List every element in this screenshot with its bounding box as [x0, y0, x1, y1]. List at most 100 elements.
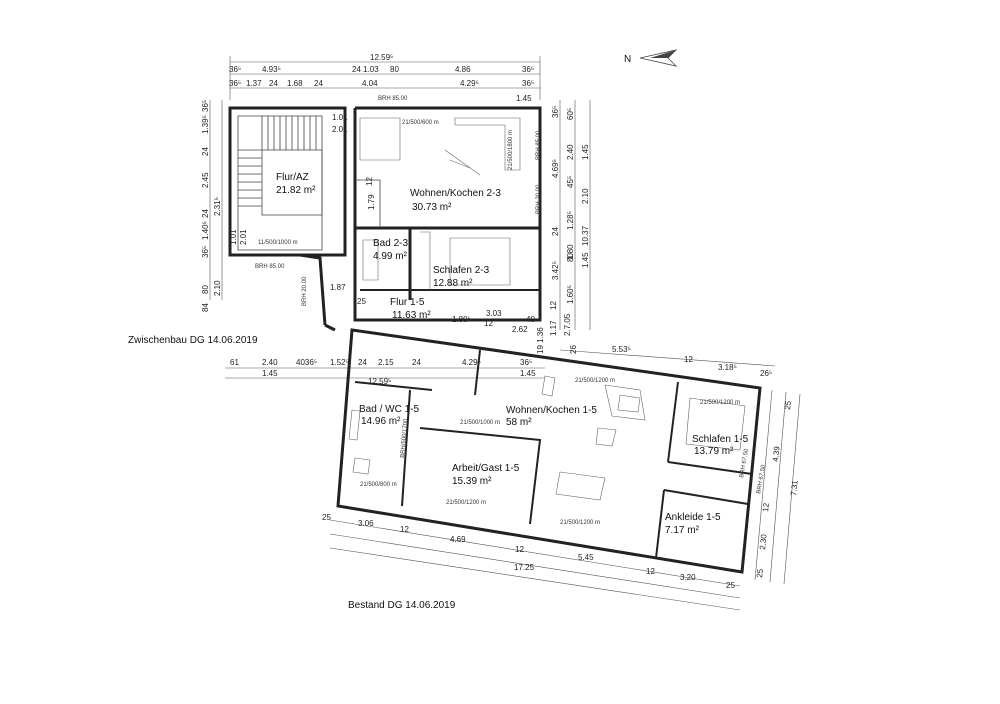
dim-label: 4.69⁵ — [551, 159, 560, 178]
dim-label: 25 — [783, 400, 793, 410]
dim-label: 1.45 — [520, 369, 536, 378]
room-name: Flur/AZ — [276, 172, 309, 183]
window-label: 21/500/1200 m — [446, 500, 486, 506]
dim-label: 12 — [684, 355, 693, 364]
dim-label: 2.10 — [581, 188, 590, 204]
upper-room-labels: Wohnen/Kochen 2-3 30.73 m² Bad 2-3 4.99 … — [276, 172, 501, 321]
dim-label: 36⁵ — [229, 79, 241, 88]
dim-label: 45⁵ — [566, 176, 575, 188]
dim-label: 84 — [201, 303, 210, 312]
dim-label: 17.25 — [514, 563, 535, 572]
dim-label: 3.06 — [358, 519, 374, 528]
dim-label: 3.20 — [680, 573, 696, 582]
north-label: N — [624, 54, 631, 65]
dim-label: 1.40⁵ — [201, 221, 210, 240]
dim-label: 36⁵ — [520, 358, 532, 367]
dim-label: 24 — [412, 358, 421, 367]
dim-label: 25 — [322, 513, 331, 522]
dim-label: 1.17 — [549, 320, 558, 336]
upper-inner-labels: 1.01 2.01 1.01 2.01 1.79 12 1.87 25 1.80… — [229, 113, 542, 334]
lower-right-dimensions: 25 4.39 7.31 12 2.30 25 — [754, 389, 801, 585]
dim-label: 2.10 — [213, 280, 222, 296]
dim-label: 2.31⁵ — [213, 197, 222, 216]
dim-label: 4.93⁵ — [262, 65, 281, 74]
dim-label: 1.45 — [581, 144, 590, 160]
dim-label: 5.45 — [578, 553, 594, 562]
room-name: Bad / WC 1-5 — [359, 404, 419, 415]
room-name: Wohnen/Kochen 2-3 — [410, 188, 501, 199]
dim-label: 2.40 — [566, 144, 575, 160]
brh-label: BRH 85.00 — [378, 96, 408, 102]
dim-label: 4.86 — [455, 65, 471, 74]
dim-label: 4.29⁵ — [460, 79, 479, 88]
brh-label: BRH 85.00 — [255, 264, 285, 270]
dim-label: 80 — [566, 253, 575, 262]
dim-label: 36⁵ — [551, 106, 560, 118]
dim-label: 3.42⁵ — [551, 261, 560, 280]
dim-label: 1.80⁵ — [452, 315, 471, 324]
dim-label: 19 1.36 — [536, 327, 545, 354]
dim-label: 1.87 — [330, 283, 346, 292]
room-area: 4.99 m² — [373, 251, 408, 262]
lower-bottom-dimensions: 25 3.06 12 4.69 12 5.45 17.25 12 3.20 25 — [322, 513, 741, 611]
room-name: Arbeit/Gast 1-5 — [452, 463, 520, 474]
window-label: 11/500/1000 m — [258, 240, 298, 246]
room-name: Schlafen 2-3 — [433, 265, 490, 276]
window-label: 21/500/1000 m — [460, 420, 500, 426]
dim-label: 2.40 — [262, 358, 278, 367]
dim-label: 2.45 — [201, 172, 210, 188]
dim-label: 12 — [761, 502, 771, 512]
dim-label: 12.59⁵ — [370, 53, 393, 62]
room-area: 21.82 m² — [276, 185, 316, 196]
lower-room-labels: Bad / WC 1-5 14.96 m² Wohnen/Kochen 1-5 … — [359, 404, 749, 536]
room-area: 7.17 m² — [665, 525, 700, 536]
dim-label: 26⁵ — [760, 369, 772, 378]
dim-label: 2.62 — [512, 325, 528, 334]
dim-label: 25 — [726, 581, 735, 590]
dim-label: 36⁵ — [229, 65, 241, 74]
upper-left-dimensions: 36⁵ 1.39⁵ 24 2.45 2.31⁵ 24 1.40⁵ 36⁵ 2.1… — [201, 100, 223, 312]
dim-label: 3.03 — [486, 309, 502, 318]
lower-building-walls — [336, 328, 762, 574]
window-label: 21/500/1200 m — [560, 520, 600, 526]
dim-label: 60⁵ — [566, 108, 575, 120]
window-label: BRH/500/1700 — [400, 418, 409, 458]
dim-label: 1.68 — [287, 79, 303, 88]
dim-label: 1.60⁵ — [566, 285, 575, 304]
window-label: 21/500/1200 m — [575, 378, 615, 384]
dim-label: 1.45 — [262, 369, 278, 378]
lower-inner-labels: 21/500/1000 m 21/500/1200 m 21/500/1200 … — [360, 378, 767, 526]
dim-label: 12 — [549, 301, 558, 310]
dim-label: 12 — [365, 177, 374, 186]
dim-label: 4.69 — [450, 535, 466, 544]
dim-label: 1.39⁵ — [201, 115, 210, 134]
room-area: 13.79 m² — [694, 446, 734, 457]
dim-label: 2.01 — [332, 125, 348, 134]
dim-label: 2.30 — [758, 533, 769, 550]
dim-label: 2.01 — [239, 229, 248, 245]
window-label: 21/500/1800 m — [508, 130, 514, 170]
dim-label: 61 — [230, 358, 239, 367]
room-area: 15.39 m² — [452, 476, 492, 487]
dim-label: 26 — [569, 345, 578, 354]
dim-label: 25 — [357, 297, 366, 306]
dim-label: 5.53⁵ — [612, 345, 631, 354]
room-area: 14.96 m² — [361, 416, 401, 427]
dim-label: 1.79 — [367, 194, 376, 210]
dim-label: 80 — [390, 65, 399, 74]
dim-label: 1.45 — [516, 94, 532, 103]
room-name: Wohnen/Kochen 1-5 — [506, 405, 597, 416]
drawing-caption-lower: Bestand DG 14.06.2019 — [348, 600, 456, 611]
room-name: Bad 2-3 — [373, 238, 408, 249]
dim-label: 1.01 — [332, 113, 348, 122]
dim-label: 12.59⁵ — [368, 377, 391, 386]
dim-label: 36⁵ — [522, 79, 534, 88]
room-area: 12.88 m² — [433, 278, 473, 289]
dim-label: 1.28⁵ — [566, 211, 575, 230]
brh-label: BRH 20.00 — [536, 184, 542, 214]
dim-label: 4.39 — [771, 445, 782, 462]
room-name: Schlafen 1-5 — [692, 434, 749, 445]
dim-label: 2.15 — [378, 358, 394, 367]
dim-label: 1.80 — [566, 244, 575, 260]
